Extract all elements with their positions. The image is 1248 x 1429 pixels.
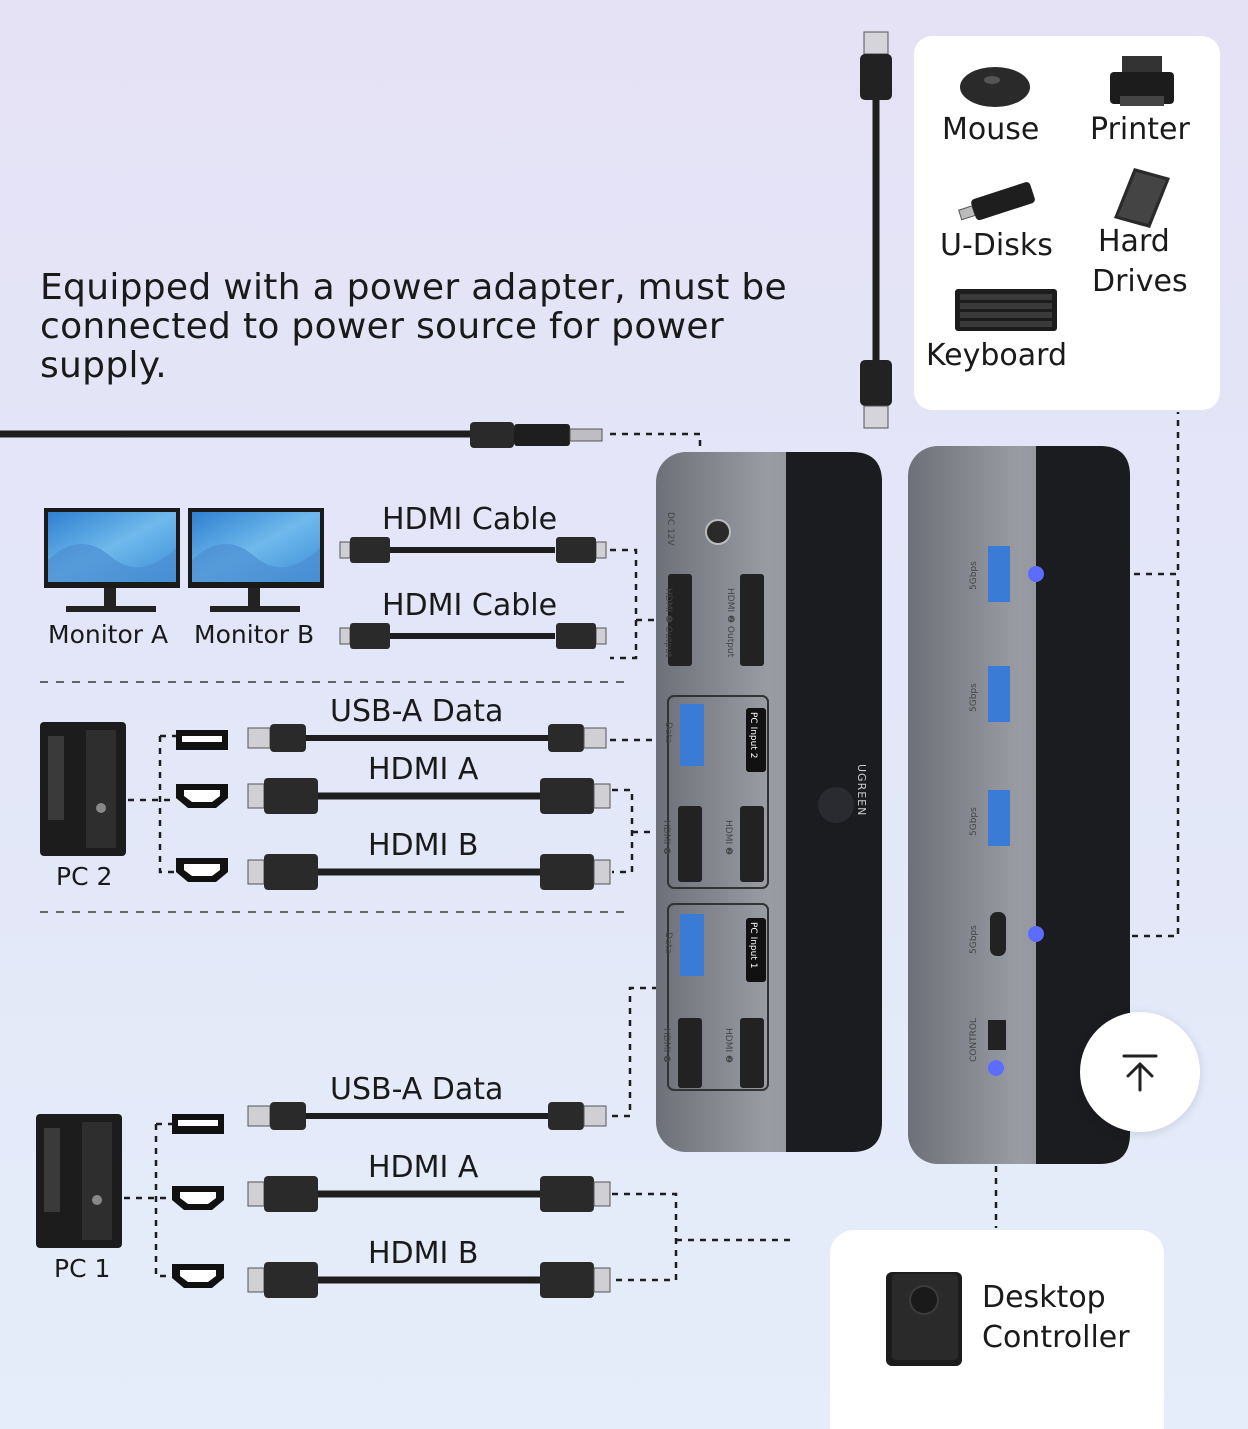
hard-drive-icon [1114,168,1170,228]
label-hdmi2-pc2: HDMI ❷ [723,820,733,855]
hdmi-cable-monitor-1 [339,536,607,564]
label-speed-3: 5Gbps [969,807,979,836]
label-hard-drives-1: Hard [1098,224,1170,259]
label-usb-a-data-pc2: USB-A Data [330,694,504,729]
usb-cable-pc1 [247,1102,607,1130]
hdmi-a-cable-pc1 [247,1176,611,1212]
label-hdmi1-pc1: HDMI ❶ [661,1028,671,1063]
label-hdmi-a-pc1: HDMI A [368,1150,479,1185]
label-hdmi-out-1: HDMI ❶ Output [663,588,673,658]
printer-icon [1110,56,1174,106]
hdmi-b-cable-pc1 [247,1262,611,1298]
power-cable [0,422,603,448]
label-hdmi-b-pc1: HDMI B [368,1236,479,1271]
label-pc2: PC 2 [56,862,113,891]
label-monitor-a: Monitor A [48,620,169,649]
mouse-icon [960,67,1030,107]
hdmi-b-cable-pc2 [247,854,611,890]
label-data-1: Data [663,932,673,954]
label-hdmi-a-pc2: HDMI A [368,752,479,787]
hdmi-a-cable-pc2 [247,778,611,814]
pc1-tower [36,1114,122,1248]
desktop-controller-icon [886,1272,962,1366]
label-pc-input-2: PC Input 2 [748,712,758,758]
power-note: Equipped with a power adapter, must be c… [40,267,787,386]
label-printer: Printer [1090,112,1190,147]
label-hard-drives-2: Drives [1092,264,1188,299]
label-hdmi-b-pc2: HDMI B [368,828,479,863]
monitor-b-illustration [188,508,324,612]
arrow-up-to-line-icon [1122,1054,1158,1092]
keyboard-icon [955,289,1057,331]
label-keyboard: Keyboard [926,338,1068,373]
hdmi-cable-monitor-2 [339,622,607,650]
label-speed-1: 5Gbps [969,561,979,590]
kvm-switch-front: DC 12V HDMI ❶ Output HDMI ❷ Output Data … [656,452,882,1152]
label-controller-1: Desktop [982,1280,1106,1315]
pc1-ports [172,1114,224,1288]
monitor-a-illustration [44,508,180,612]
label-controller-2: Controller [982,1320,1130,1355]
label-hdmi1-pc2: HDMI ❶ [661,820,671,855]
label-monitor-b: Monitor B [194,620,315,649]
peripherals-card: Mouse Printer U-Disks Hard Drives Keyboa… [914,36,1220,410]
label-speed-2: 5Gbps [969,683,979,712]
pc2-tower [40,722,126,856]
usb-disk-icon [958,182,1035,221]
usb-cable-vertical [860,31,892,429]
label-usb-a-data-pc1: USB-A Data [330,1072,504,1107]
label-u-disks: U-Disks [940,228,1053,263]
label-pc-input-1: PC Input 1 [748,922,758,968]
controller-card: Desktop Controller [830,1230,1164,1429]
pc2-ports [176,730,228,882]
label-pc1: PC 1 [54,1254,111,1283]
label-control: CONTROL [969,1018,979,1062]
back-to-top-button[interactable] [1080,1012,1200,1132]
label-speed-4: 5Gbps [969,925,979,954]
label-hdmi-cable-2: HDMI Cable [382,588,558,623]
label-dc: DC 12V [665,512,675,547]
usb-cable-pc2 [247,724,607,752]
label-hdmi-cable-1: HDMI Cable [382,502,558,537]
label-data-2: Data [663,722,673,744]
label-hdmi-out-2: HDMI ❷ Output [725,588,735,658]
kvm-switch-back: 5Gbps 5Gbps 5Gbps 5Gbps CONTROL [908,446,1130,1164]
label-mouse: Mouse [942,112,1040,147]
brand-label: UGREEN [855,764,868,816]
label-hdmi2-pc1: HDMI ❷ [723,1028,733,1063]
